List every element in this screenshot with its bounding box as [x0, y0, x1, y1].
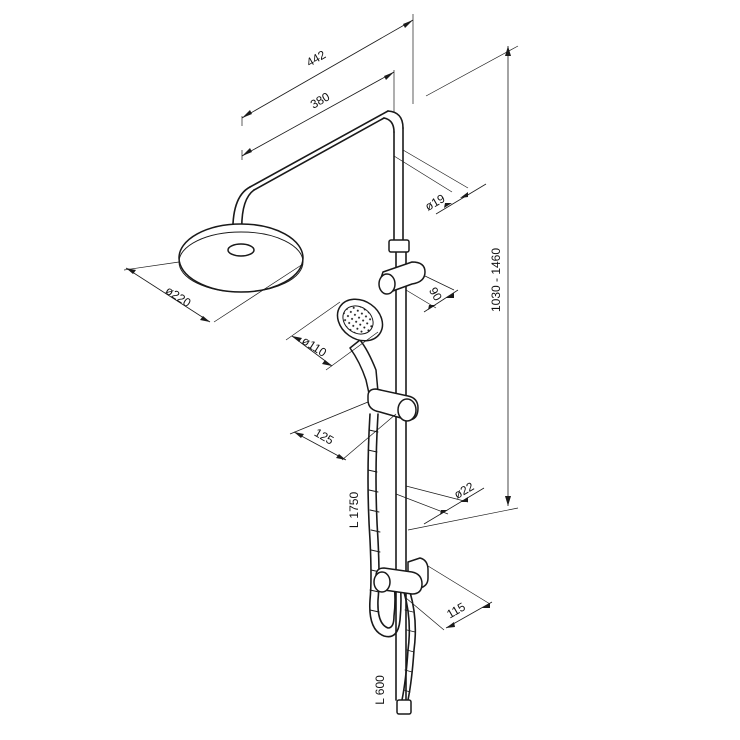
top-holder	[378, 261, 426, 295]
dimension-label-bottom-hose-length: L 600	[373, 675, 387, 705]
hand-shower	[336, 298, 384, 400]
dimension-holder-offset: 90	[405, 275, 459, 313]
hose	[367, 413, 402, 638]
bottom-hose	[396, 591, 417, 715]
dimension-pipe-diameter: ø19	[393, 149, 487, 215]
dimension-height-range: 1030 - 1460	[407, 45, 519, 531]
dimension-label-holder-offset: 90	[426, 285, 445, 304]
dimension-bottom-hose-length: L 600	[373, 675, 387, 705]
middle-holder	[367, 388, 419, 422]
slide-rail	[395, 251, 407, 701]
dimension-hose-length: L 1750	[347, 492, 361, 529]
dimension-label-442: 442	[304, 47, 329, 69]
shower-arm	[232, 110, 389, 239]
dimension-label-height-range: 1030 - 1460	[489, 248, 503, 312]
dimension-label-pipe-diameter: ø19	[423, 191, 448, 214]
dimension-380: 380	[241, 70, 395, 160]
top-coupling	[388, 239, 410, 253]
bottom-holder	[373, 557, 429, 595]
dimension-label-bottom-offset: 115	[444, 600, 468, 622]
dimension-label-head-diameter: ø220	[163, 283, 194, 310]
rigid-pipe	[383, 110, 404, 249]
dimension-label-hand-shower-diameter: ø110	[299, 334, 329, 360]
dimension-label-hose-length: L 1750	[347, 492, 361, 529]
shower-head	[178, 223, 304, 293]
dimension-label-hand-holder-offset: 125	[312, 425, 337, 447]
